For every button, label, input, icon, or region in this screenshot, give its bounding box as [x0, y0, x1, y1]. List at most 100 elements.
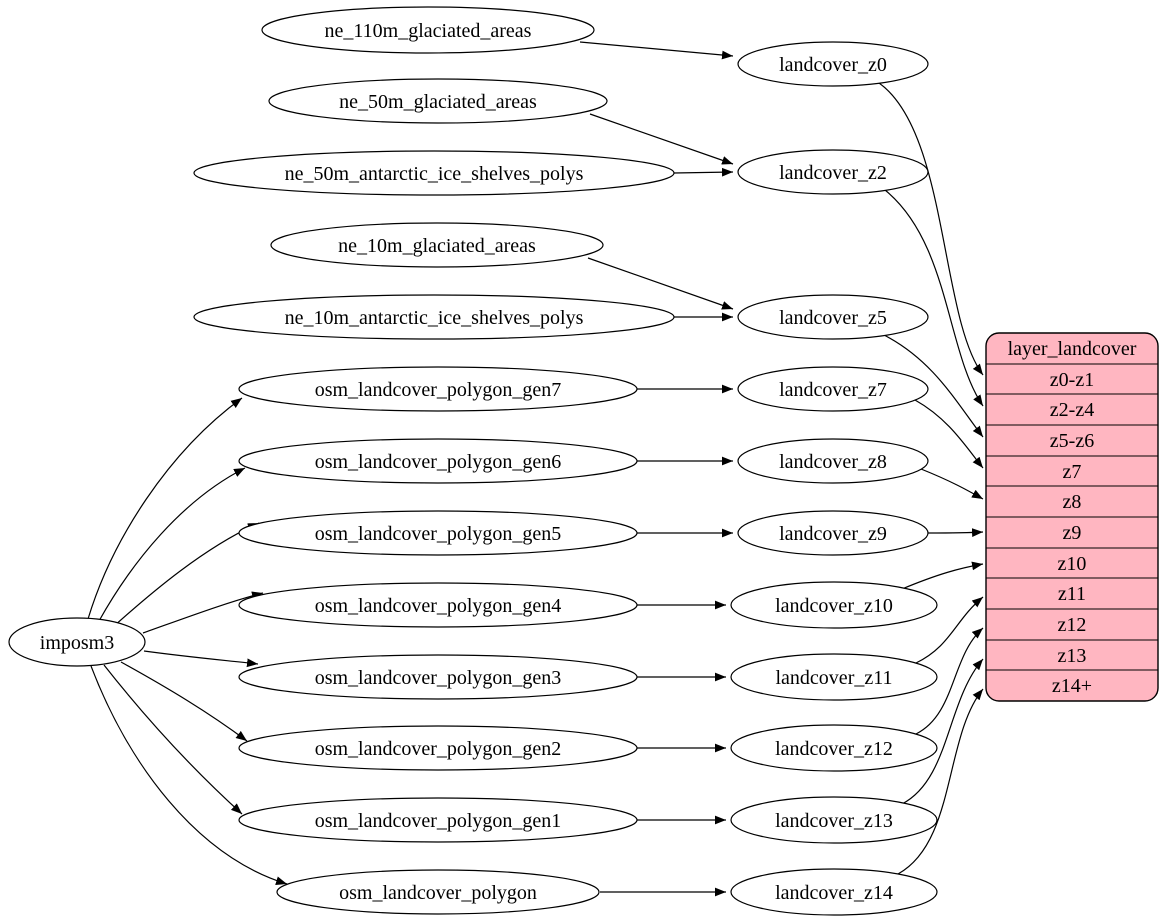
edge-z2-row-z2-z4	[884, 189, 984, 407]
node-osm-landcover-polygon-gen4: osm_landcover_polygon_gen4	[238, 582, 638, 628]
edge-group	[87, 41, 984, 897]
node-landcover-z10-label: landcover_z10	[775, 595, 893, 617]
node-landcover-z2-shape	[737, 149, 929, 195]
node-ne-50m-antarctic-ice-shelves-polys-shape	[193, 150, 675, 196]
node-ne-50m-antarctic-ice-shelves-polys: ne_50m_antarctic_ice_shelves_polys	[193, 150, 675, 196]
record-row-z5-z6: z5-z6	[1050, 430, 1094, 452]
node-landcover-z2: landcover_z2	[737, 149, 929, 195]
node-landcover-z11-label: landcover_z11	[776, 667, 893, 689]
node-landcover-z10-shape	[730, 581, 938, 629]
node-landcover-z0: landcover_z0	[737, 41, 929, 87]
node-osm-landcover-polygon-gen6: osm_landcover_polygon_gen6	[238, 438, 638, 484]
edge-ne10m-glaciated-z5	[587, 257, 734, 310]
node-landcover-z9-label: landcover_z9	[779, 523, 887, 545]
record-row-z12: z12	[1058, 614, 1087, 636]
record-row-z13: z13	[1058, 645, 1087, 667]
node-ne-10m-glaciated-areas: ne_10m_glaciated_areas	[270, 222, 604, 268]
node-landcover-z5: landcover_z5	[737, 294, 929, 340]
node-landcover-z7: landcover_z7	[737, 366, 929, 412]
edge-z12-row-z12	[915, 627, 984, 735]
node-osm-landcover-polygon-gen2: osm_landcover_polygon_gen2	[238, 725, 638, 771]
node-landcover-z14-shape	[730, 868, 938, 916]
node-osm-landcover-polygon-gen4-label: osm_landcover_polygon_gen4	[315, 595, 562, 617]
node-ne-110m-glaciated-areas: ne_110m_glaciated_areas	[261, 6, 595, 54]
node-osm-landcover-polygon-gen1: osm_landcover_polygon_gen1	[238, 797, 638, 843]
node-landcover-z0-label: landcover_z0	[779, 54, 887, 76]
node-landcover-z10: landcover_z10	[730, 581, 938, 629]
node-landcover-z7-label: landcover_z7	[779, 379, 887, 401]
edge-ne50m-antarctic-z2	[673, 167, 734, 177]
node-ne-10m-antarctic-ice-shelves-polys-label: ne_10m_antarctic_ice_shelves_polys	[285, 307, 584, 329]
node-osm-landcover-polygon-gen5: osm_landcover_polygon_gen5	[238, 510, 638, 556]
record-row-z11: z11	[1058, 583, 1086, 605]
record-title: layer_landcover	[1008, 338, 1137, 360]
node-ne-50m-glaciated-areas-label: ne_50m_glaciated_areas	[339, 91, 537, 113]
edge-imposm3-gen6	[98, 467, 246, 622]
edge-z9-row-z9	[927, 528, 984, 538]
edge-z14-row-z14plus	[897, 688, 984, 875]
edge-imposm3-polygon	[90, 665, 288, 885]
record-row-z2-z4: z2-z4	[1050, 399, 1094, 421]
node-ne-10m-antarctic-ice-shelves-polys: ne_10m_antarctic_ice_shelves_polys	[193, 294, 675, 340]
node-landcover-z12-label: landcover_z12	[775, 738, 893, 760]
node-osm-landcover-polygon-gen6-label: osm_landcover_polygon_gen6	[315, 451, 562, 473]
record-row-z14plus: z14+	[1052, 675, 1092, 697]
edge-ne110m-z0	[579, 41, 734, 60]
node-landcover-z8-label: landcover_z8	[779, 451, 887, 473]
edge-imposm3-gen1	[103, 664, 243, 815]
node-osm-landcover-polygon-shape	[276, 869, 600, 915]
node-landcover-z13-shape	[730, 796, 938, 844]
node-osm-landcover-polygon-gen3: osm_landcover_polygon_gen3	[238, 654, 638, 700]
node-landcover-z8-shape	[737, 438, 929, 484]
node-ne-50m-glaciated-areas-shape	[268, 78, 608, 124]
node-landcover-z12: landcover_z12	[730, 724, 938, 772]
node-ne-50m-antarctic-ice-shelves-polys-label: ne_50m_antarctic_ice_shelves_polys	[285, 163, 584, 185]
edge-ne50m-glaciated-z2	[589, 113, 734, 165]
node-osm-landcover-polygon-label: osm_landcover_polygon	[339, 882, 537, 904]
node-osm-landcover-polygon-gen7: osm_landcover_polygon_gen7	[238, 366, 638, 412]
edge-z8-row-z8	[920, 468, 984, 500]
node-osm-landcover-polygon-gen2-label: osm_landcover_polygon_gen2	[315, 738, 562, 760]
node-ne-110m-glaciated-areas-shape	[261, 6, 595, 54]
edge-z10-row-z10	[901, 561, 984, 590]
node-ne-50m-glaciated-areas: ne_50m_glaciated_areas	[268, 78, 608, 124]
node-osm-landcover-polygon-gen7-shape	[238, 366, 638, 412]
node-landcover-z11: landcover_z11	[730, 653, 938, 701]
node-ne-10m-glaciated-areas-label: ne_10m_glaciated_areas	[338, 235, 536, 257]
node-osm-landcover-polygon-gen7-label: osm_landcover_polygon_gen7	[315, 379, 562, 401]
node-landcover-z13-label: landcover_z13	[775, 810, 893, 832]
node-osm-landcover-polygon-gen2-shape	[238, 725, 638, 771]
edge-z5-row-z5-z6	[883, 334, 984, 438]
node-landcover-z9-shape	[737, 510, 929, 556]
node-landcover-z12-shape	[730, 724, 938, 772]
node-landcover-z13: landcover_z13	[730, 796, 938, 844]
record-row-z7: z7	[1063, 461, 1082, 483]
node-layer-landcover: layer_landcover z0-z1 z2-z4 z5-z6 z7 z8 …	[985, 332, 1159, 702]
node-landcover-z11-shape	[730, 653, 938, 701]
node-landcover-z5-label: landcover_z5	[779, 307, 887, 329]
edge-imposm3-gen3	[143, 650, 259, 668]
node-landcover-z14: landcover_z14	[730, 868, 938, 916]
node-landcover-z9: landcover_z9	[737, 510, 929, 556]
node-osm-landcover-polygon: osm_landcover_polygon	[276, 869, 600, 915]
node-imposm3-shape	[8, 617, 146, 667]
node-ne-10m-glaciated-areas-shape	[270, 222, 604, 268]
node-osm-landcover-polygon-gen1-shape	[238, 797, 638, 843]
edge-z11-row-z11	[915, 596, 984, 664]
node-landcover-z7-shape	[737, 366, 929, 412]
node-landcover-z14-label: landcover_z14	[775, 882, 893, 904]
node-landcover-z5-shape	[737, 294, 929, 340]
node-imposm3-label: imposm3	[40, 632, 114, 654]
node-osm-landcover-polygon-gen6-shape	[238, 438, 638, 484]
edge-z13-row-z13	[901, 658, 984, 805]
node-landcover-z8: landcover_z8	[737, 438, 929, 484]
node-landcover-z0-shape	[737, 41, 929, 87]
node-ne-10m-antarctic-ice-shelves-polys-shape	[193, 294, 675, 340]
node-osm-landcover-polygon-gen5-shape	[238, 510, 638, 556]
record-row-z0-z1: z0-z1	[1050, 369, 1094, 391]
edge-imposm3-gen4	[142, 591, 264, 634]
record-row-z8: z8	[1063, 491, 1082, 513]
edge-imposm3-gen7	[87, 397, 243, 620]
node-osm-landcover-polygon-gen1-label: osm_landcover_polygon_gen1	[315, 810, 562, 832]
